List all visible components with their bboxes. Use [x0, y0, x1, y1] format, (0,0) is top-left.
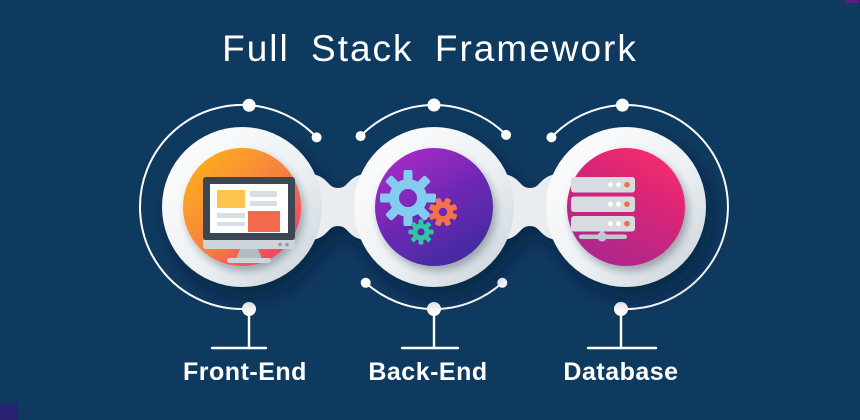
orbit-dot — [546, 132, 557, 143]
server-rack — [571, 216, 635, 232]
connector-dots — [242, 302, 628, 316]
monitor-icon — [203, 177, 295, 263]
monitor-bezel — [203, 240, 295, 249]
server-base-node — [597, 231, 607, 242]
connector-dot-front-end — [242, 302, 256, 316]
orbit-dot — [501, 129, 512, 140]
label-front-end: Front-End — [183, 358, 307, 386]
link-bridge-1 — [312, 174, 364, 240]
server-rack — [571, 196, 635, 212]
orbit-arc-database — [550, 104, 729, 310]
server-rack — [571, 177, 635, 193]
screen-text-line — [250, 191, 277, 197]
corner-square-bottom-left — [0, 403, 18, 420]
orbit-dot — [311, 132, 322, 143]
connector-dot-database — [614, 302, 628, 316]
orbit-dots — [242, 98, 629, 288]
orbit-dot — [615, 98, 629, 112]
screen-text-line — [217, 213, 245, 218]
server-leds — [608, 181, 630, 227]
gear-small-orange — [428, 197, 458, 227]
orbit-dot — [355, 131, 366, 142]
bezel-dot — [278, 242, 282, 247]
gears-icon — [380, 170, 458, 245]
screen-red-block — [248, 211, 280, 232]
monitor-stand — [236, 249, 262, 259]
label-back-end: Back-End — [368, 358, 488, 386]
server-racks — [571, 177, 635, 232]
page-title: Full Stack Framework — [222, 28, 638, 69]
orbit-dot — [497, 277, 508, 288]
orbit-dot — [427, 98, 441, 112]
orbit-dot — [360, 277, 371, 288]
orbit-dot — [242, 98, 256, 112]
bezel-dot — [285, 242, 289, 247]
screen-text-line — [217, 222, 245, 226]
connector-dot-back-end — [427, 302, 441, 316]
screen-text-line — [250, 201, 277, 206]
server-icon — [571, 177, 635, 242]
monitor-base — [227, 258, 271, 263]
orbit-arc-front-end — [138, 103, 318, 310]
gear-small-teal — [408, 219, 434, 245]
corner-square-top-right — [845, 0, 859, 3]
gear-large — [380, 170, 436, 226]
link-bridge-2 — [504, 174, 556, 240]
screen-yellow-block — [217, 190, 245, 208]
label-database: Database — [563, 358, 679, 386]
